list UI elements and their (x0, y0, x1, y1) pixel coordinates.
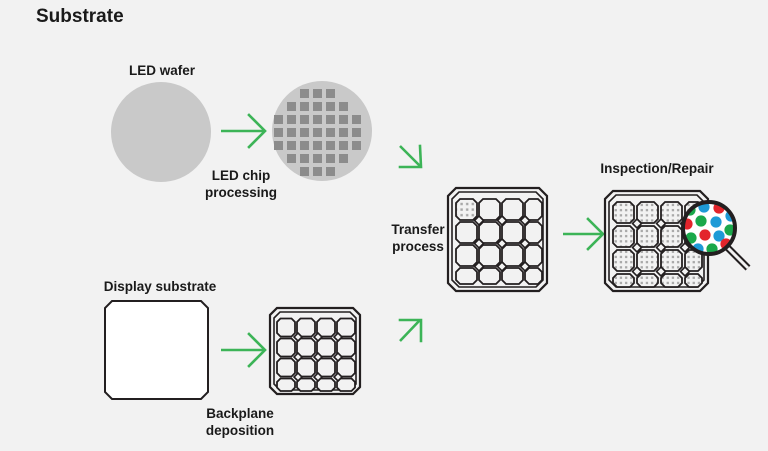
magnifier-rim (681, 200, 737, 256)
transfer-junctions (473, 214, 531, 273)
processed-wafer-chip-array (274, 89, 361, 176)
backplane-junctions (292, 331, 344, 383)
backplane-to-transfer-arrow (398, 318, 423, 343)
led-chip-processing-label-line1: LED chip (212, 168, 271, 183)
display-substrate-label: Display substrate (104, 279, 217, 294)
transfer-to-inspection-arrow (563, 217, 605, 251)
led-wafer-label: LED wafer (129, 63, 196, 78)
transfer-cells (455, 198, 543, 285)
processed-wafer (272, 81, 372, 181)
backplane-cells (276, 317, 356, 392)
magnifier (681, 200, 751, 271)
led-chip-processing-label-line2: processing (205, 185, 277, 200)
transfer-panel (446, 186, 549, 293)
wafer-to-transfer-arrow (398, 144, 423, 169)
led-chip-processing-arrow (221, 113, 267, 149)
backplane-deposition-label-line2: deposition (206, 423, 274, 438)
inspection-junctions (631, 217, 691, 278)
backplane-panel (268, 306, 362, 396)
backplane-deposition-label-line1: Backplane (206, 406, 274, 421)
transfer-process-label-line2: process (392, 239, 444, 254)
transfer-process-label-line1: Transfer (391, 222, 445, 237)
led-wafer-circle (111, 82, 211, 182)
backplane-deposition-arrow (221, 332, 267, 368)
transfer-cell-dotted (455, 198, 478, 221)
page-title: Substrate (36, 6, 124, 27)
inspection-repair-label: Inspection/Repair (600, 161, 714, 176)
display-substrate-square (104, 300, 209, 400)
